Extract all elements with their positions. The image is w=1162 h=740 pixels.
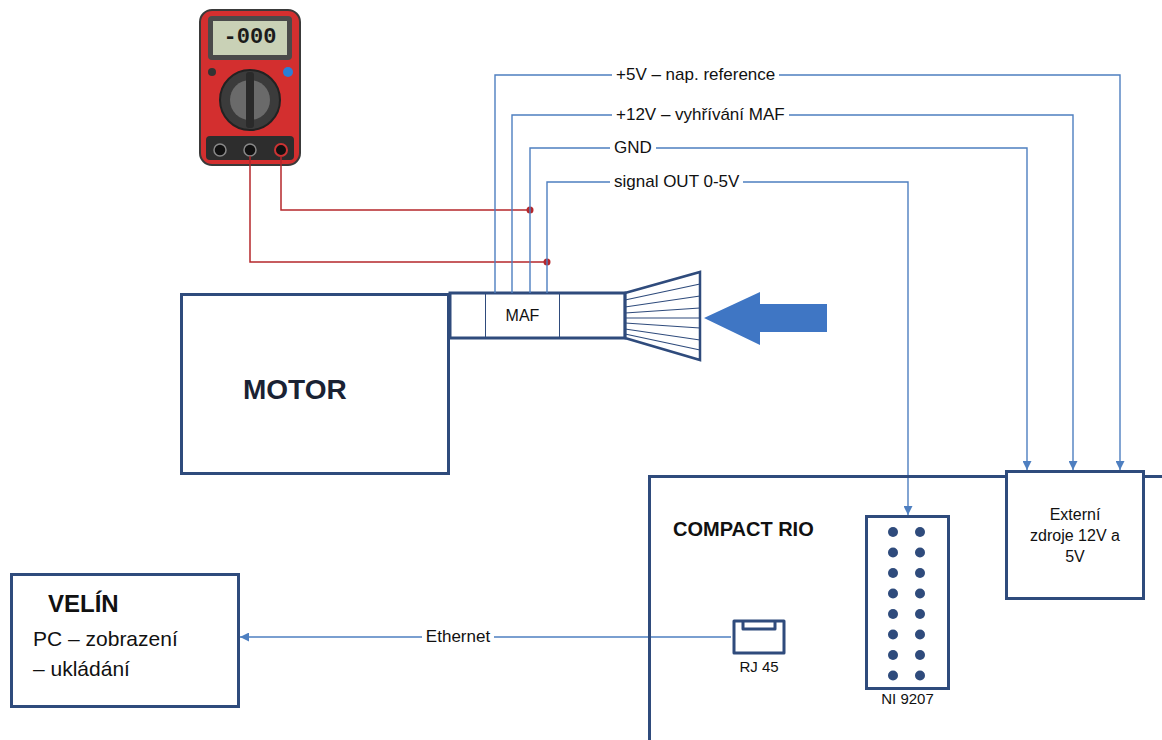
multimeter bbox=[200, 10, 300, 165]
wire-label: +5V – nap. reference bbox=[612, 65, 779, 85]
wire-label: Ethernet bbox=[422, 627, 494, 647]
node-title: NI 9207 bbox=[848, 690, 967, 707]
signal-wire bbox=[512, 115, 1073, 470]
signal-wire bbox=[547, 182, 908, 515]
terminal-pins bbox=[868, 518, 947, 687]
wire-label: GND bbox=[610, 138, 656, 158]
probe-wire bbox=[250, 156, 547, 262]
node-title: Externí zdroje 12V a 5V bbox=[1030, 504, 1120, 567]
control-room-box: VELÍN PC – zobrazení – ukládání bbox=[10, 573, 240, 708]
node-title: MOTOR bbox=[183, 296, 447, 406]
node-title: MAF bbox=[506, 307, 540, 325]
meter-display: -000 bbox=[213, 21, 287, 55]
signal-wire bbox=[495, 75, 1120, 470]
node-title: RJ 45 bbox=[721, 658, 797, 675]
intake-funnel bbox=[625, 272, 700, 360]
signal-wire bbox=[530, 148, 1027, 470]
maf-sensor: MAF bbox=[485, 293, 560, 338]
engine-box: MOTOR bbox=[180, 293, 450, 475]
power-supply-box: Externí zdroje 12V a 5V bbox=[1005, 470, 1145, 600]
node-body: PC – zobrazení – ukládání bbox=[33, 624, 195, 684]
wire-label: +12V – vyhřívání MAF bbox=[612, 105, 789, 125]
node-title: VELÍN bbox=[13, 576, 237, 618]
ethernet-port: RJ 45 bbox=[731, 618, 787, 685]
input-module: NI 9207 bbox=[865, 515, 950, 690]
wire-label: signal OUT 0-5V bbox=[610, 172, 743, 192]
node-title: COMPACT RIO bbox=[673, 518, 814, 541]
air-flow-arrow bbox=[704, 292, 827, 345]
intake-tube bbox=[450, 293, 625, 338]
rj45-icon bbox=[731, 618, 787, 656]
controller-box: COMPACT RIO RJ 45 NI 9207 Externí zdroje 12… bbox=[648, 475, 1162, 740]
